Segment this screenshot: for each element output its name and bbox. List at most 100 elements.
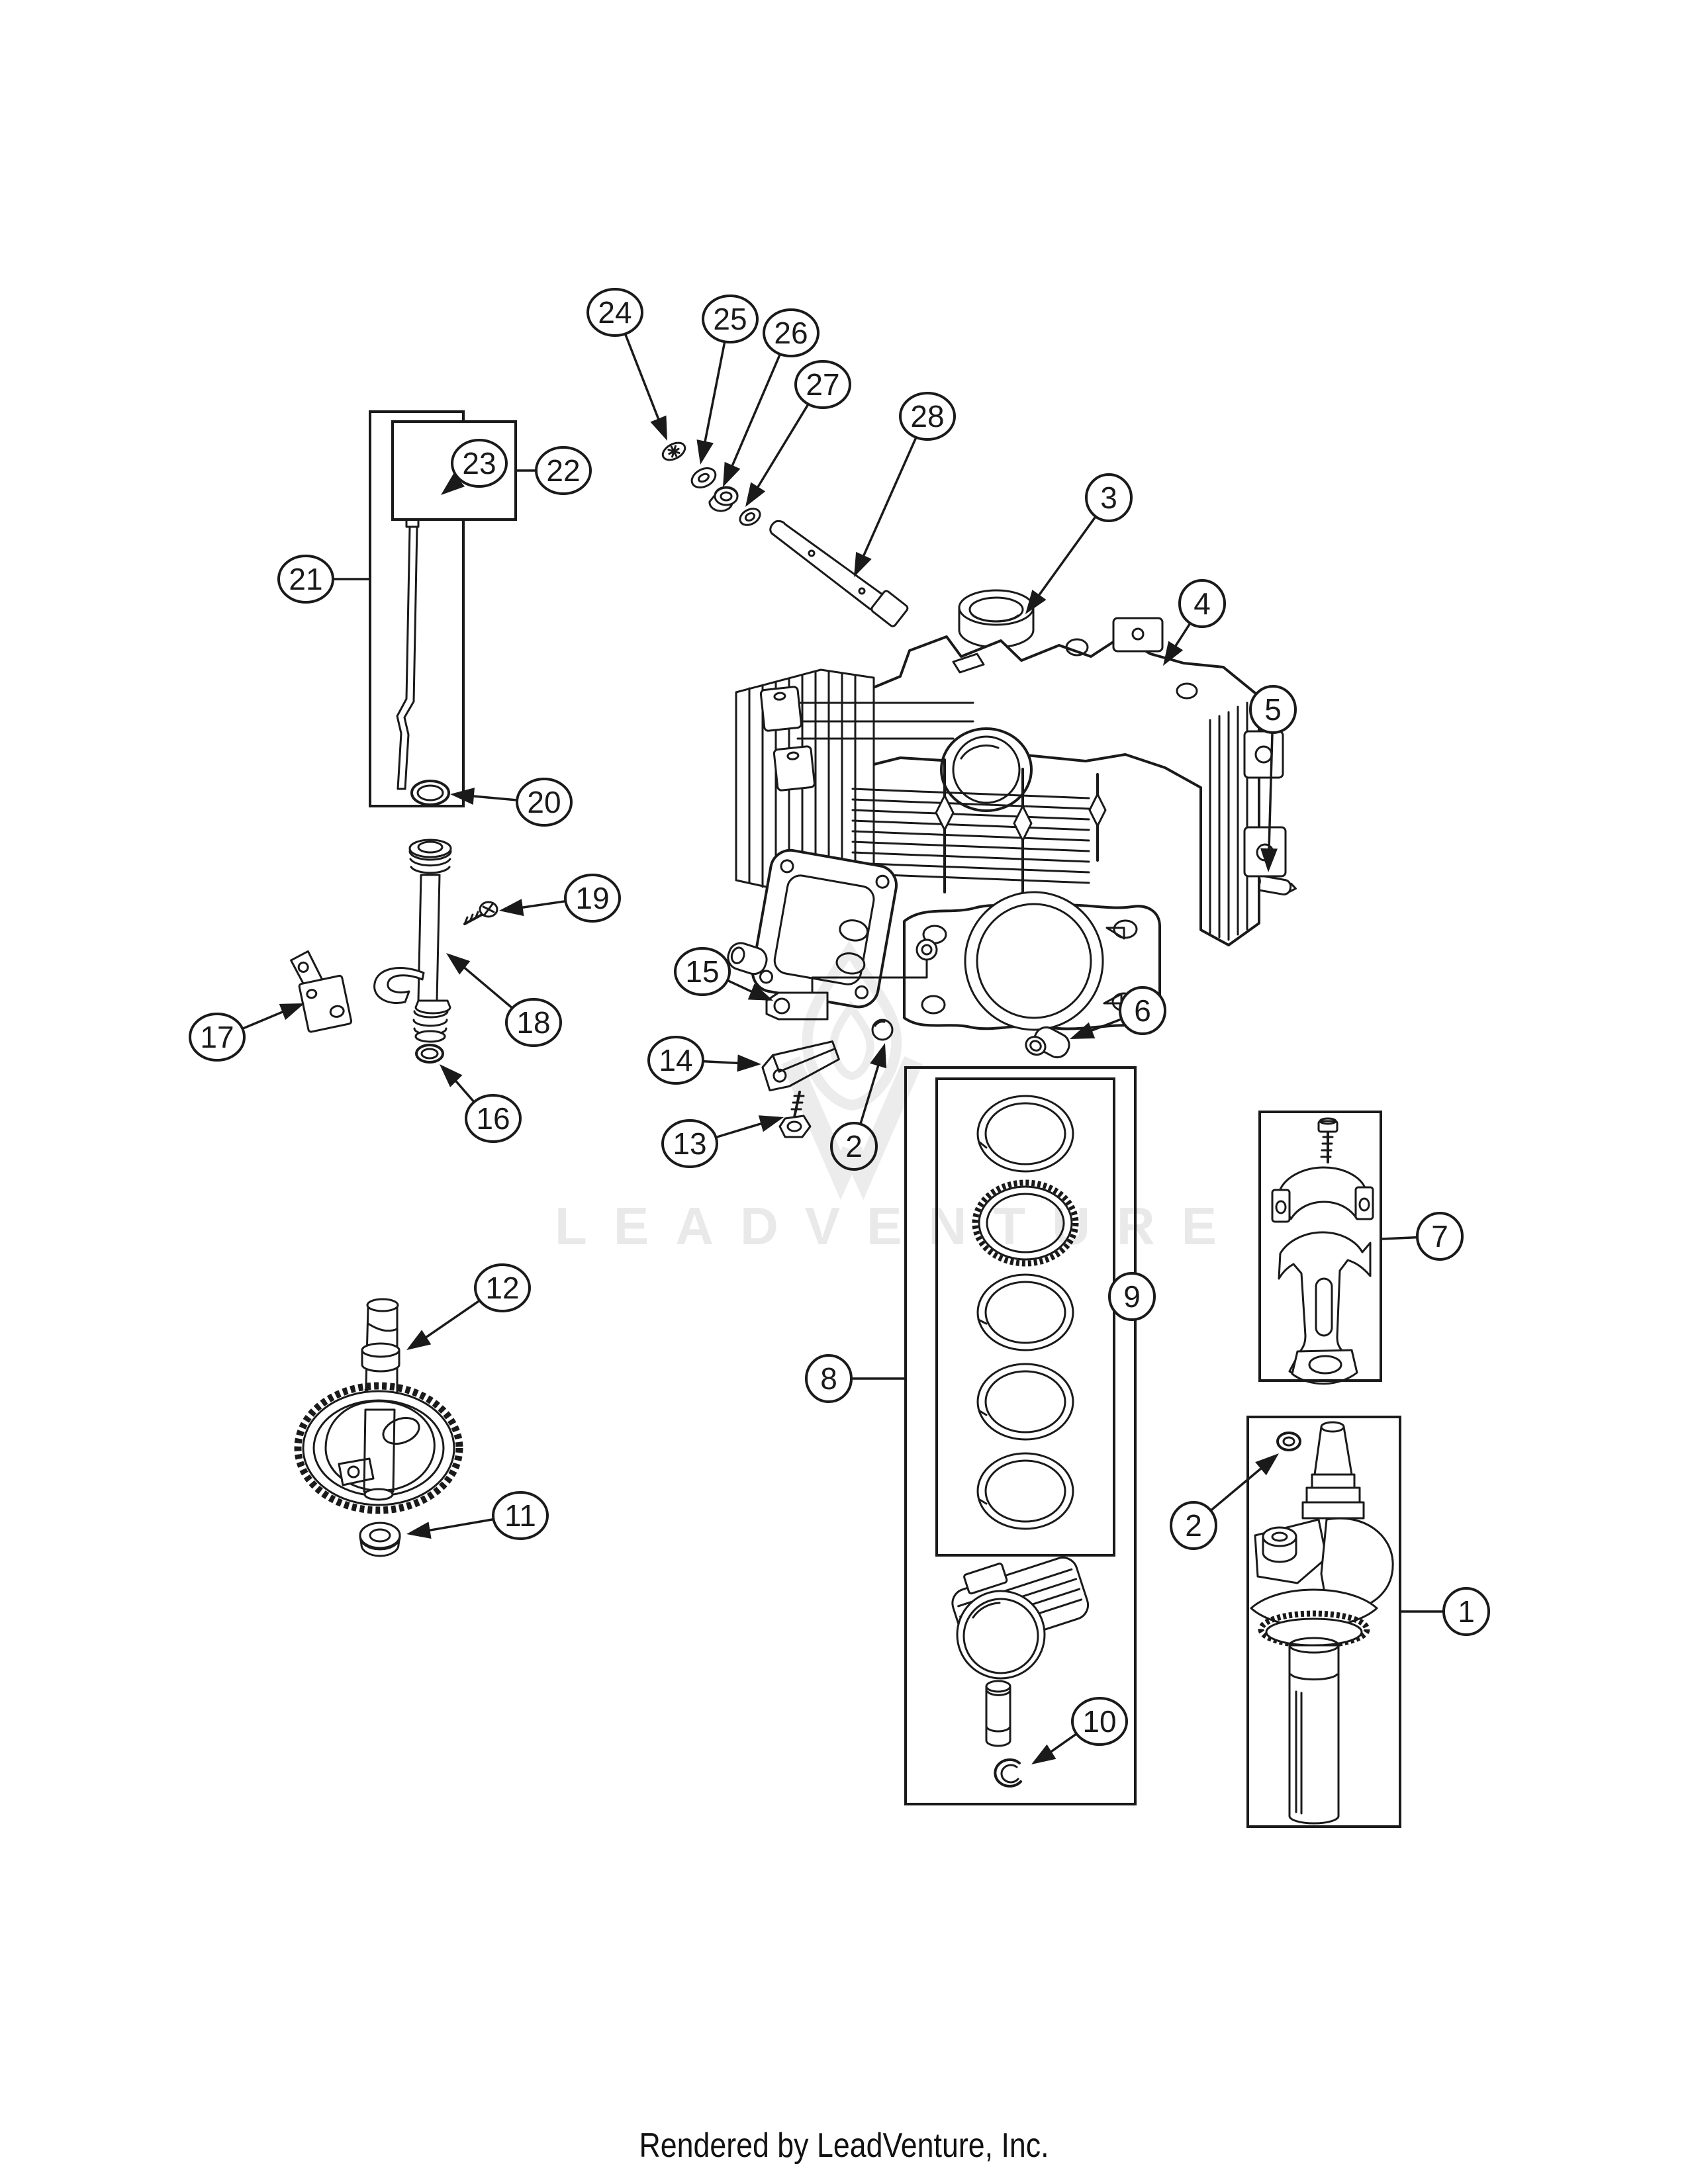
callout-number-3: 3 [1100, 480, 1117, 515]
callout-number-17: 17 [200, 1020, 234, 1054]
callout-15: 15 [674, 947, 773, 1001]
callout-number-6: 6 [1134, 993, 1151, 1028]
callout-14: 14 [647, 1036, 761, 1085]
leader-line-11 [426, 1518, 494, 1532]
callout-circle-15 [674, 947, 731, 996]
callout-circle-22 [535, 446, 592, 495]
leader-arrowhead-28 [854, 551, 872, 577]
callout-18: 18 [446, 953, 562, 1047]
callout-circle-7 [1416, 1212, 1464, 1261]
callout-6: 6 [1070, 986, 1166, 1039]
callout-circle-25 [702, 295, 759, 343]
leader-line-26 [729, 353, 782, 470]
callout-circle-28 [899, 392, 956, 441]
callout-number-26: 26 [774, 316, 808, 350]
callout-number-15: 15 [685, 954, 719, 989]
leader-line-20 [469, 794, 518, 801]
part-dipstick-21 [396, 518, 420, 790]
leader-line-17 [242, 1009, 287, 1030]
leader-arrowhead-2a [870, 1043, 887, 1069]
callout-13: 13 [661, 1115, 784, 1168]
group-box-21 [369, 410, 465, 807]
leader-arrowhead-25 [696, 439, 714, 465]
leader-arrowhead-27 [745, 482, 766, 507]
part-washer-11 [359, 1522, 401, 1557]
part-connecting-rod-7 [1271, 1117, 1374, 1385]
part-fill-tube-18 [373, 839, 452, 1043]
leader-arrowhead-10 [1031, 1744, 1056, 1764]
callout-20: 20 [450, 778, 573, 827]
callout-number-8: 8 [820, 1361, 837, 1396]
callout-19: 19 [499, 874, 621, 923]
leader-arrowhead-20 [450, 788, 475, 805]
callout-number-19: 19 [575, 881, 609, 915]
leader-arrowhead-4 [1163, 641, 1184, 666]
callout-25: 25 [696, 295, 759, 465]
leader-line-12 [422, 1299, 481, 1341]
leader-line-7 [1382, 1236, 1418, 1240]
part-camshaft-12 [294, 1298, 463, 1514]
callout-circle-26 [763, 308, 820, 357]
part-bracket-17 [290, 950, 353, 1033]
part-piston-assembly [951, 1557, 1090, 1788]
callout-4: 4 [1163, 579, 1226, 666]
leader-line-19 [518, 899, 566, 909]
leader-arrowhead-18 [446, 953, 471, 975]
leader-arrowhead-5 [1260, 848, 1278, 872]
callout-number-27: 27 [806, 367, 839, 402]
leader-line-3 [1036, 516, 1097, 599]
callout-22: 22 [517, 446, 592, 495]
callout-21: 21 [277, 555, 370, 604]
callout-28: 28 [854, 392, 956, 577]
parts-artwork [290, 434, 1394, 1825]
callout-number-9: 9 [1123, 1279, 1141, 1314]
group-box-7 [1258, 1111, 1382, 1382]
callout-number-24: 24 [598, 295, 632, 330]
callout-circle-4 [1178, 579, 1226, 628]
callout-8: 8 [805, 1354, 904, 1403]
leader-line-28 [861, 437, 917, 560]
watermark-layer: LEADVENTURE [555, 940, 1217, 1255]
part-wrist-pin [985, 1680, 1011, 1747]
group-box-8 [904, 1066, 1137, 1805]
callout-3: 3 [1025, 473, 1133, 614]
part-screw-19 [463, 901, 498, 925]
callout-number-10: 10 [1082, 1704, 1116, 1739]
callout-26: 26 [723, 308, 820, 487]
callout-circle-13 [661, 1119, 718, 1168]
callout-number-2b: 2 [1185, 1508, 1202, 1543]
part-oil-seal-3 [958, 589, 1035, 649]
callout-24: 24 [586, 288, 667, 441]
callout-circle-17 [189, 1013, 246, 1062]
callout-circle-24 [586, 288, 643, 337]
callout-circle-18 [505, 998, 562, 1047]
callout-number-4: 4 [1194, 586, 1211, 621]
leader-arrowhead-15 [747, 983, 773, 1001]
part-flat-washer-25 [690, 467, 717, 489]
callout-12: 12 [406, 1263, 531, 1350]
leadventure-flame-logo-watermark [781, 940, 923, 1201]
callout-17: 17 [189, 1003, 305, 1062]
part-oil-fill-tube-28 [769, 520, 909, 627]
callout-9: 9 [1108, 1272, 1156, 1321]
group-box-1 [1246, 1416, 1401, 1828]
callout-circle-16 [465, 1094, 522, 1143]
part-flat-washer-27 [739, 508, 761, 526]
callout-circle-6 [1119, 986, 1166, 1035]
callout-1: 1 [1401, 1587, 1490, 1636]
leader-arrowhead-11 [406, 1522, 432, 1539]
callout-number-21: 21 [289, 562, 322, 596]
callout-circle-21 [277, 555, 334, 604]
callout-5: 5 [1249, 685, 1297, 872]
part-crankshaft-1 [1250, 1421, 1394, 1825]
part-lock-washer-24 [661, 441, 686, 461]
callout-7: 7 [1382, 1212, 1464, 1261]
leader-arrowhead-6 [1070, 1022, 1096, 1039]
callout-circle-11 [492, 1491, 549, 1540]
group-box-9 [935, 1077, 1115, 1557]
callout-number-13: 13 [673, 1126, 706, 1161]
callout-2b: 2 [1170, 1453, 1279, 1550]
callout-number-1: 1 [1458, 1594, 1475, 1629]
